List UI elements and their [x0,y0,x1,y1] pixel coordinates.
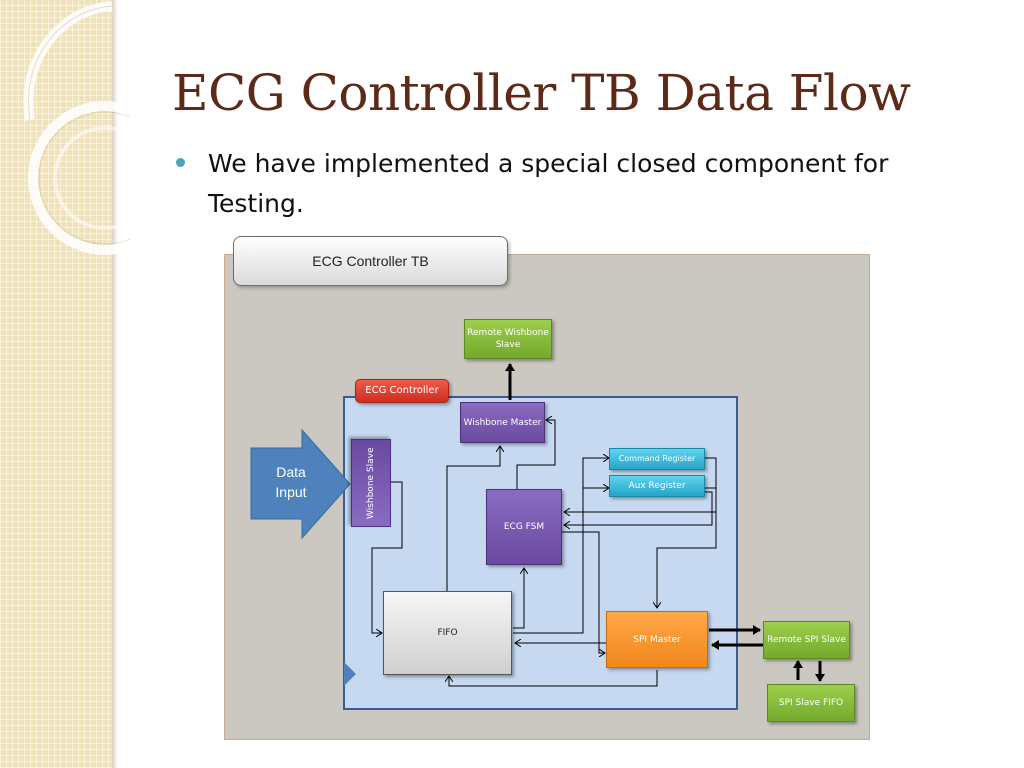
ecg-controller-label: ECG Controller [355,379,449,403]
bullet-text: We have implemented a special closed com… [208,149,889,218]
data-input-arrow [250,428,351,540]
decorative-swirl [23,1,130,255]
bullet-icon [176,158,185,167]
ecg-fsm-block: ECG FSM [486,489,562,565]
command-register-block: Command Register [609,448,705,470]
wishbone-slave-block: Wishbone Slave [351,439,391,527]
data-input-label: Data Input [275,464,307,500]
fifo-block: FIFO [383,591,512,675]
sidebar-shadow [112,0,118,768]
remote-wishbone-slave-block: Remote Wishbone Slave [464,319,552,359]
slide-title: ECG Controller TB Data Flow [172,64,911,122]
tb-title-box: ECG Controller TB [233,236,508,286]
aux-register-block: Aux Register [609,475,705,497]
spi-slave-fifo-block: SPI Slave FIFO [767,684,855,722]
spi-master-block: SPI Master [606,611,708,668]
wishbone-master-block: Wishbone Master [460,402,545,443]
remote-spi-slave-block: Remote SPI Slave [763,621,850,659]
port-marker [344,662,356,686]
